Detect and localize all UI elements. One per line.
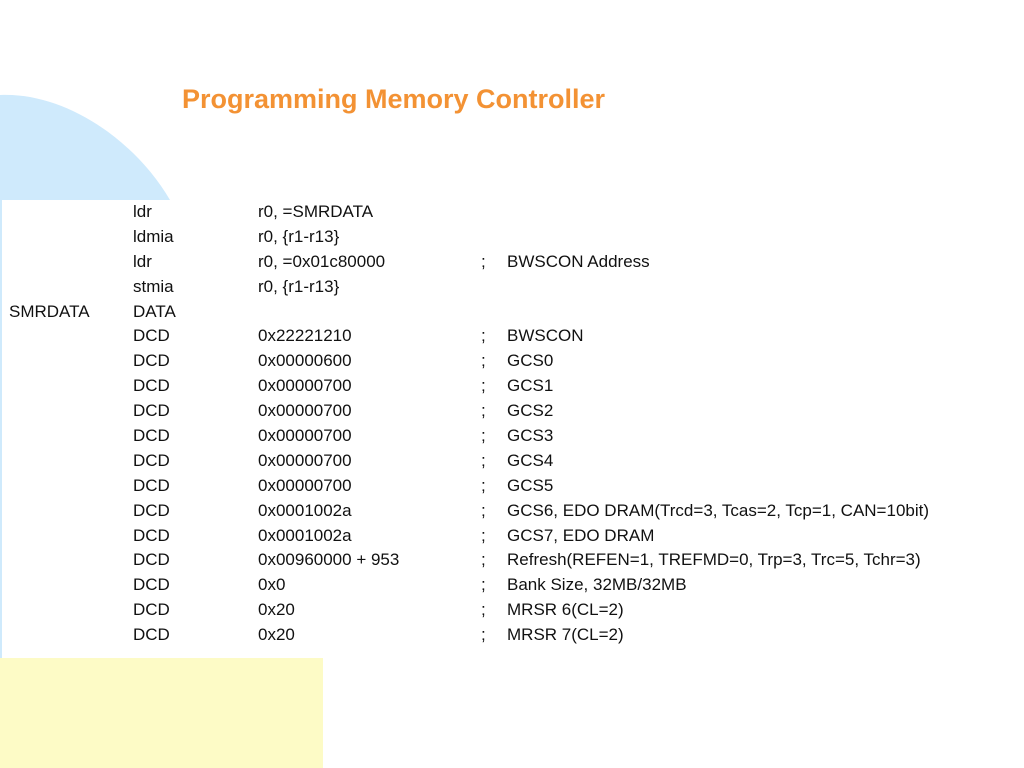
code-instruction: DCD	[133, 550, 170, 570]
comment-separator: ;	[481, 475, 486, 495]
code-operand: 0x20	[258, 600, 295, 620]
code-instruction: DCD	[133, 326, 170, 346]
code-listing: ldr r0, =SMRDATA ldmia r0, {r1-r13} ldr r0, =…	[0, 200, 1024, 648]
yellow-block-shape	[0, 658, 323, 768]
comment-separator: ;	[481, 600, 486, 620]
comment-separator: ;	[481, 575, 486, 595]
code-operand: 0x20	[258, 625, 295, 645]
code-comment: MRSR 6(CL=2)	[507, 600, 624, 620]
code-instruction: DCD	[133, 625, 170, 645]
code-instruction: DCD	[133, 475, 170, 495]
code-line: stmia r0, {r1-r13}	[0, 275, 1024, 300]
code-operand: 0x22221210	[258, 326, 352, 346]
code-instruction: DCD	[133, 525, 170, 545]
comment-separator: ;	[481, 326, 486, 346]
code-instruction: DCD	[133, 450, 170, 470]
code-line: DCD 0x0001002a; GCS6, EDO DRAM(Trcd=3, Tca…	[0, 499, 1024, 524]
code-line: ldmia r0, {r1-r13}	[0, 225, 1024, 250]
blue-quarter-circle-shape	[0, 94, 170, 200]
code-instruction: stmia	[133, 276, 174, 296]
code-instruction: DCD	[133, 376, 170, 396]
code-operand: 0x00000600	[258, 351, 352, 371]
comment-separator: ;	[481, 251, 486, 271]
code-instruction: ldr	[133, 251, 152, 271]
code-comment: GCS5	[507, 475, 554, 495]
code-operand: 0x0001002a	[258, 525, 352, 545]
comment-separator: ;	[481, 401, 486, 421]
comment-separator: ;	[481, 376, 486, 396]
code-comment: Refresh(REFEN=1, TREFMD=0, Trp=3, Trc=5,…	[507, 550, 921, 570]
code-line: DCD 0x0; Bank Size, 32MB/32MB	[0, 573, 1024, 598]
code-comment: Bank Size, 32MB/32MB	[507, 575, 687, 595]
comment-separator: ;	[481, 550, 486, 570]
code-comment: GCS2	[507, 401, 554, 421]
code-line: DCD 0x00000700; GCS1	[0, 374, 1024, 399]
code-operand: 0x00000700	[258, 426, 352, 446]
code-line: ldr r0, =SMRDATA	[0, 200, 1024, 225]
code-instruction: DATA	[133, 301, 176, 321]
comment-separator: ;	[481, 426, 486, 446]
code-operand: 0x00960000 + 953	[258, 550, 400, 570]
code-line: DCD 0x00000600; GCS0	[0, 349, 1024, 374]
code-label: SMRDATA	[9, 301, 90, 321]
code-comment: BWSCON	[507, 326, 584, 346]
code-comment: GCS1	[507, 376, 554, 396]
code-instruction: ldmia	[133, 226, 174, 246]
code-line: SMRDATA DATA	[0, 300, 1024, 325]
code-line: DCD 0x20; MRSR 6(CL=2)	[0, 598, 1024, 623]
code-comment: GCS7, EDO DRAM	[507, 525, 655, 545]
code-instruction: DCD	[133, 401, 170, 421]
code-line: DCD 0x22221210; BWSCON	[0, 324, 1024, 349]
code-instruction: DCD	[133, 575, 170, 595]
code-comment: GCS0	[507, 351, 554, 371]
code-instruction: DCD	[133, 351, 170, 371]
code-line: ldr r0, =0x01c80000; BWSCON Address	[0, 250, 1024, 275]
code-line: DCD 0x00000700; GCS3	[0, 424, 1024, 449]
comment-separator: ;	[481, 625, 486, 645]
code-comment: BWSCON Address	[507, 251, 650, 271]
comment-separator: ;	[481, 500, 486, 520]
code-operand: 0x0	[258, 575, 286, 595]
comment-separator: ;	[481, 351, 486, 371]
code-line: DCD 0x0001002a; GCS7, EDO DRAM	[0, 524, 1024, 549]
code-comment: GCS4	[507, 450, 554, 470]
blue-side-bar-shape	[0, 196, 2, 660]
code-instruction: DCD	[133, 426, 170, 446]
code-operand: 0x00000700	[258, 450, 352, 470]
code-line: DCD 0x00000700; GCS2	[0, 399, 1024, 424]
code-operand: 0x0001002a	[258, 500, 352, 520]
code-instruction: ldr	[133, 202, 152, 221]
code-operand: 0x00000700	[258, 475, 352, 495]
code-line: DCD 0x00000700; GCS4	[0, 449, 1024, 474]
code-comment: GCS6, EDO DRAM(Trcd=3, Tcas=2, Tcp=1, CA…	[507, 500, 930, 520]
code-operand: r0, {r1-r13}	[258, 276, 340, 296]
code-comment: MRSR 7(CL=2)	[507, 625, 624, 645]
code-operand: 0x00000700	[258, 376, 352, 396]
comment-separator: ;	[481, 450, 486, 470]
code-operand: r0, =0x01c80000	[258, 251, 386, 271]
code-instruction: DCD	[133, 600, 170, 620]
comment-separator: ;	[481, 525, 486, 545]
code-comment: GCS3	[507, 426, 554, 446]
code-operand: 0x00000700	[258, 401, 352, 421]
code-instruction: DCD	[133, 500, 170, 520]
code-line: DCD 0x00000700; GCS5	[0, 474, 1024, 499]
code-operand: r0, {r1-r13}	[258, 226, 340, 246]
slide-title: Programming Memory Controller	[182, 84, 606, 114]
code-operand: r0, =SMRDATA	[258, 202, 374, 221]
code-line: DCD 0x20; MRSR 7(CL=2)	[0, 623, 1024, 648]
code-line: DCD 0x00960000 + 953; Refresh(REFEN=1, TRE…	[0, 548, 1024, 573]
